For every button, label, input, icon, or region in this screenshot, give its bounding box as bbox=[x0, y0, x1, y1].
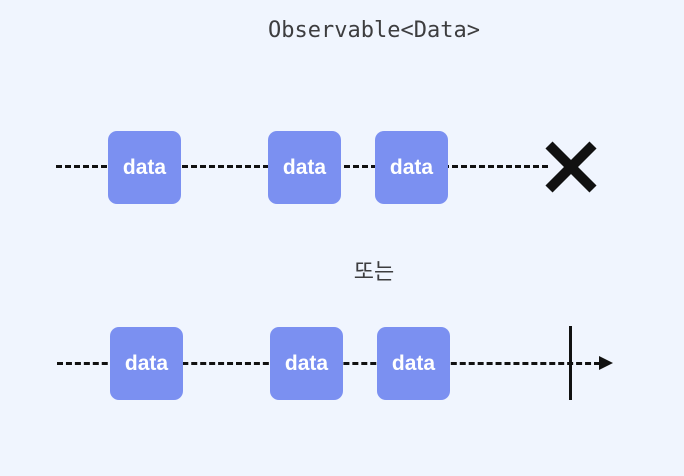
data-item: data bbox=[108, 131, 181, 204]
data-item: data bbox=[375, 131, 448, 204]
error-x-icon bbox=[545, 141, 597, 193]
data-item: data bbox=[110, 327, 183, 400]
diagram-title: Observable<Data> bbox=[268, 18, 480, 43]
data-item: data bbox=[268, 131, 341, 204]
separator-label: 또는 bbox=[353, 260, 395, 285]
data-item: data bbox=[270, 327, 343, 400]
arrow-head-icon bbox=[599, 356, 613, 370]
data-item: data bbox=[377, 327, 450, 400]
completion-bar-icon bbox=[569, 326, 572, 400]
